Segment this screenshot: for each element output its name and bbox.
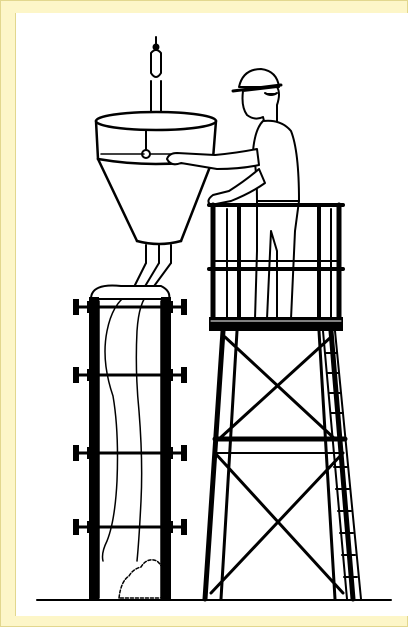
crane-hook-icon bbox=[142, 37, 161, 158]
column-formwork bbox=[73, 286, 187, 599]
poured-concrete bbox=[119, 560, 165, 598]
concrete-hopper bbox=[96, 112, 216, 263]
hard-hat-icon bbox=[239, 69, 279, 87]
worker-figure bbox=[167, 69, 299, 319]
